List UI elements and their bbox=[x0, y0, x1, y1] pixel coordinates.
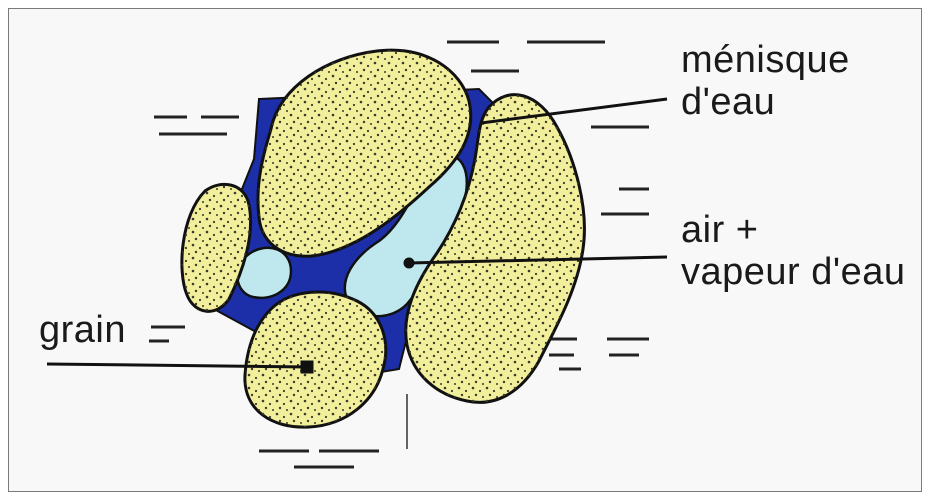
label-air-line2: vapeur d'eau bbox=[681, 251, 906, 293]
label-grain: grain bbox=[39, 309, 126, 351]
label-menisque-line2: d'eau bbox=[681, 81, 850, 123]
label-air: air + vapeur d'eau bbox=[681, 209, 906, 293]
label-menisque: ménisque d'eau bbox=[681, 39, 850, 123]
label-air-line1: air + bbox=[681, 209, 906, 251]
leader-grain-dot bbox=[301, 361, 313, 373]
leader-air-dot bbox=[404, 258, 414, 268]
label-menisque-line1: ménisque bbox=[681, 39, 850, 81]
diagram-frame: ménisque d'eau air + vapeur d'eau grain bbox=[8, 8, 922, 492]
